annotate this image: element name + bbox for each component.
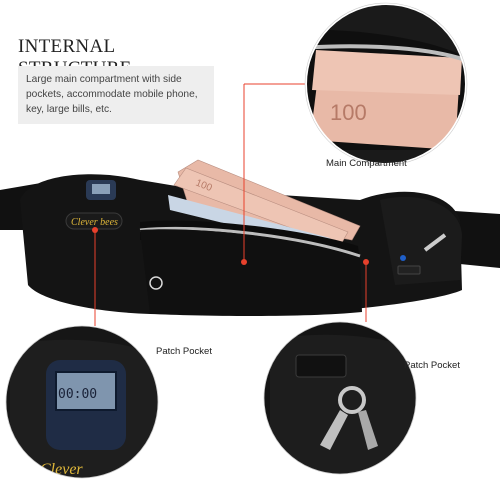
- zoom-circle-right-pocket: [263, 321, 417, 475]
- stopwatch-icon: [86, 180, 116, 200]
- svg-text:100: 100: [330, 100, 367, 125]
- callout-patch-pocket-left: Patch Pocket: [156, 346, 212, 357]
- zoom-circle-main-compartment: 100: [304, 2, 468, 166]
- brand-label: Clever bees: [71, 217, 118, 228]
- reflective-trim: [139, 226, 361, 258]
- keys-icon: [320, 386, 378, 450]
- callout-lines: [94, 83, 367, 326]
- callout-main-compartment: Main Compartment: [326, 158, 407, 169]
- earphone-hole-icon: [149, 276, 163, 290]
- zoom-circle-left-pocket: 00:00 Clever: [5, 325, 159, 479]
- svg-text:00:00: 00:00: [58, 387, 97, 402]
- description-box: Large main compartment with side pockets…: [18, 66, 214, 124]
- callout-patch-pocket-right: Patch Pocket: [404, 360, 460, 371]
- banknote-icon: 100: [168, 159, 361, 248]
